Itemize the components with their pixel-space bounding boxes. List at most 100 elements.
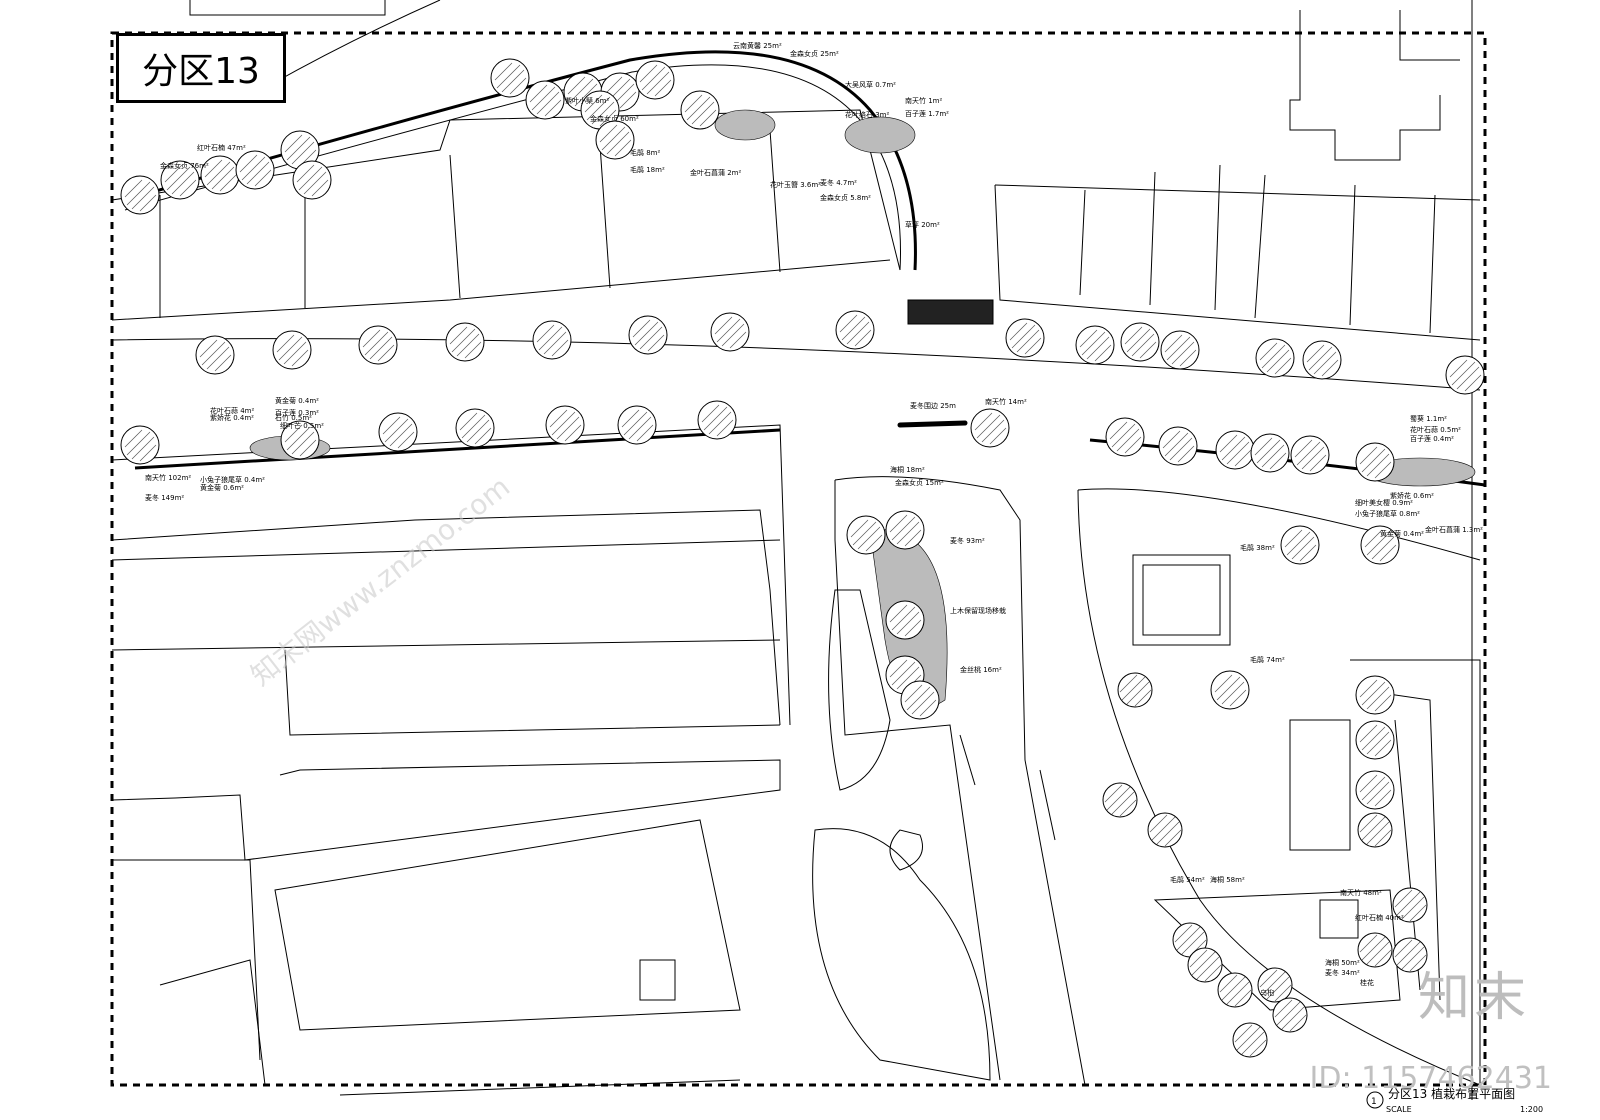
tree-symbol: [195, 335, 235, 375]
right-lower-label: 毛鹃 38m²: [1240, 543, 1275, 552]
tree-symbol: [1357, 932, 1393, 968]
center-label: 麦冬 93m²: [950, 536, 985, 545]
tree-symbol: [680, 90, 720, 130]
top-strip-label: 毛鹃 18m²: [630, 165, 665, 174]
tree-symbol: [595, 120, 635, 160]
tree-symbol: [1210, 670, 1250, 710]
scale-stamp: 1 分区13 植栽布置平面图 SCALE 1:200: [1366, 1086, 1543, 1114]
center-label: 金丝桃 16m²: [960, 665, 1002, 674]
tree-symbol: [835, 310, 875, 350]
tree-symbol: [292, 160, 332, 200]
tree-symbol: [1187, 947, 1223, 983]
right-strip-label: 细叶美女樱 0.9m²: [1355, 498, 1413, 507]
tree-symbol: [1280, 525, 1320, 565]
top-strip-label: 金森女贞 60m²: [590, 114, 639, 123]
top-strip-label: 草坪 20m²: [905, 220, 940, 229]
tree-symbol: [846, 515, 886, 555]
right-lower-label: 海桐 50m²: [1325, 958, 1360, 967]
tree-symbol: [378, 412, 418, 452]
tree-symbol: [580, 90, 620, 130]
tree-symbol: [120, 425, 160, 465]
mid-strip-label: 细叶芒 0.5m²: [280, 421, 324, 430]
center-label: 海桐 18m²: [890, 465, 925, 474]
tree-symbol: [1005, 318, 1045, 358]
tree-symbol: [1215, 430, 1255, 470]
curved-path: [124, 50, 1486, 487]
mid-strip-label: 紫娇花 0.4m²: [210, 413, 254, 422]
site-linework: [111, 0, 1481, 1096]
tree-symbol: [1392, 887, 1428, 923]
tree-symbol: [200, 155, 240, 195]
tree-symbol: [617, 405, 657, 445]
tree-symbol: [1392, 937, 1428, 973]
tree-symbol: [1160, 330, 1200, 370]
center-label: 金森女贞 15m²: [895, 478, 944, 487]
right-lower-label: 乌桕: [1260, 988, 1274, 997]
right-lower-label: 海桐 58m²: [1210, 875, 1245, 884]
mid-strip-label: 黄金菊 0.6m²: [200, 483, 244, 492]
top-strip-label: 紫叶小檗 6m²: [565, 96, 609, 105]
right-lower-label: 南天竹 48m²: [1340, 888, 1382, 897]
tree-symbol: [1120, 322, 1160, 362]
frame: [110, 0, 1487, 1100]
tree-symbol: [1147, 812, 1183, 848]
top-strip-label: 麦冬 4.7m²: [820, 178, 857, 187]
drawing-caption: 分区13 植栽布置平面图: [1388, 1086, 1515, 1101]
tree-symbol: [885, 510, 925, 550]
tree-symbol: [455, 408, 495, 448]
tree-symbol: [1355, 770, 1395, 810]
tree-symbol: [445, 322, 485, 362]
tree-symbol: [970, 408, 1010, 448]
top-strip-label: 红叶石楠 47m²: [197, 143, 246, 152]
right-lower-label: 桂花: [1360, 978, 1374, 987]
tree-symbols: [120, 58, 1485, 1058]
tree-symbol: [1445, 355, 1485, 395]
right-strip-label: 百子莲 0.4m²: [1410, 434, 1454, 443]
tree-symbol: [235, 150, 275, 190]
mid-strip-label: 南天竹 102m²: [145, 473, 191, 482]
watermark-id: ID: 1157462431: [1309, 1061, 1552, 1096]
right-strip-label: 小兔子狼尾草 0.8m²: [1355, 509, 1420, 518]
right-strip-label: 花叶石蒜 0.5m²: [1410, 425, 1461, 434]
tree-symbol: [1255, 338, 1295, 378]
right-lower-label: 毛鹃 74m²: [1250, 655, 1285, 664]
mid-strip-label: 麦冬围边 25m: [910, 401, 956, 410]
tree-symbol: [1102, 782, 1138, 818]
top-strip-label: 金森女贞 76m²: [160, 161, 209, 170]
tree-symbol: [1357, 812, 1393, 848]
tree-symbol: [1105, 417, 1145, 457]
right-strip-label: 紫娇花 0.6m²: [1390, 491, 1434, 500]
right-strip-label: 金叶石菖蒲 1.3m²: [1425, 525, 1483, 534]
tree-symbol: [1360, 525, 1400, 565]
top-strip-label: 大吴风草 0.7m²: [845, 80, 896, 89]
tree-symbol: [628, 315, 668, 355]
top-strip-label: 百子莲 1.7m²: [905, 109, 949, 118]
tree-symbol: [532, 320, 572, 360]
tree-symbol: [1355, 675, 1395, 715]
top-strip-label: 毛鹃 8m²: [630, 148, 660, 157]
top-strip-label: 花叶络石 3m²: [845, 110, 889, 119]
mid-strip-label: 麦冬 149m²: [145, 493, 184, 502]
tree-symbol: [885, 600, 925, 640]
scale-value: 1:200: [1520, 1105, 1543, 1114]
tree-symbol: [1250, 433, 1290, 473]
scale-label: SCALE: [1386, 1105, 1412, 1114]
right-lower-label: 毛鹃 54m²: [1170, 875, 1205, 884]
tree-symbol: [525, 80, 565, 120]
right-strip-label: 黄金菊 0.4m²: [1380, 529, 1424, 538]
top-strip-label: 南天竹 1m²: [905, 96, 942, 105]
tree-symbol: [545, 405, 585, 445]
tree-symbol: [1217, 972, 1253, 1008]
right-lower-label: 麦冬 34m²: [1325, 968, 1360, 977]
drawing-index: 1: [1371, 1097, 1377, 1107]
mid-strip-label: 花叶石蒜 4m²: [210, 406, 254, 415]
mid-strip-label: 南天竹 14m²: [985, 397, 1027, 406]
tree-symbol: [160, 160, 200, 200]
mid-strip-label: 石竹 0.5m²: [275, 413, 312, 422]
mid-strip-label: 百子莲 0.3m²: [275, 408, 319, 417]
top-strip-label: 金叶石菖蒲 2m²: [690, 168, 741, 177]
tree-symbol: [490, 58, 530, 98]
tree-symbol: [1290, 435, 1330, 475]
tree-symbol: [1158, 426, 1198, 466]
